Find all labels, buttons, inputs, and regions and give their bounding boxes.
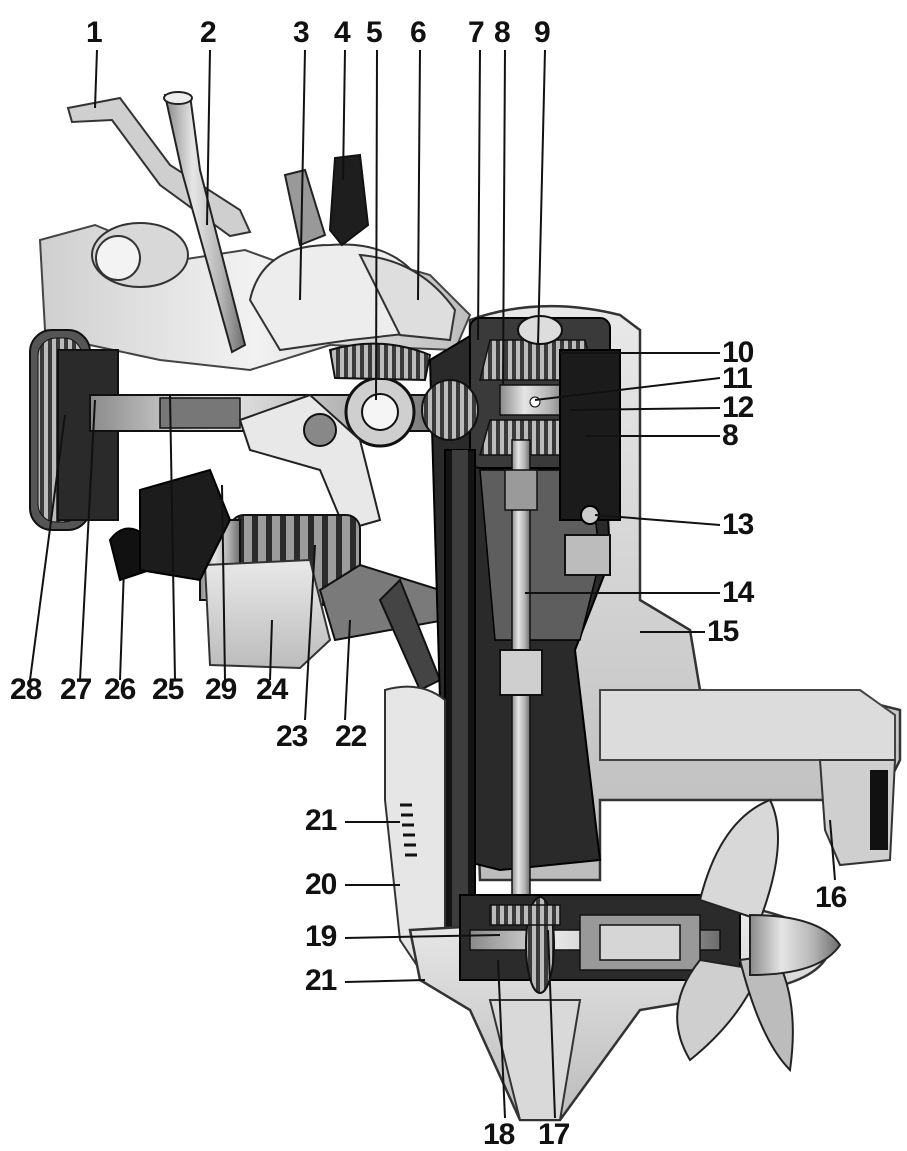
callout-10: 10: [722, 336, 754, 369]
callout-5: 5: [366, 16, 383, 49]
callout-14: 14: [722, 576, 754, 609]
callout-11: 11: [722, 362, 753, 395]
callout-7: 7: [468, 16, 485, 49]
shift-actuator: [559, 349, 621, 576]
input-shaft: [89, 342, 451, 532]
callout-27: 27: [60, 673, 92, 706]
callout-21-lower: 21: [305, 964, 337, 997]
callout-21-upper: 21: [305, 804, 337, 837]
callout-18: 18: [483, 1118, 515, 1151]
callout-2: 2: [200, 16, 217, 49]
callout-9: 9: [534, 16, 551, 49]
callout-19: 19: [305, 920, 337, 953]
callout-20: 20: [305, 868, 337, 901]
callout-1: 1: [86, 16, 103, 49]
callout-8-top: 8: [494, 16, 511, 49]
callout-8-right: 8: [722, 419, 739, 452]
callout-28: 28: [10, 673, 42, 706]
callout-26: 26: [104, 673, 136, 706]
callout-12: 12: [722, 391, 754, 424]
shift-linkage: [318, 563, 447, 692]
callout-23: 23: [276, 720, 308, 753]
callout-22: 22: [335, 720, 367, 753]
engine-mount-assembly: [38, 91, 472, 372]
callout-6: 6: [410, 16, 427, 49]
callout-24: 24: [256, 673, 288, 706]
callout-15: 15: [707, 615, 739, 648]
callout-13: 13: [722, 508, 754, 541]
lower-gearcase: [384, 685, 832, 1122]
propeller: [676, 798, 842, 1073]
callout-3: 3: [293, 16, 310, 49]
callout-4: 4: [334, 16, 351, 49]
leader-lines: [29, 49, 836, 1119]
callout-16: 16: [815, 881, 847, 914]
callout-17: 17: [538, 1118, 570, 1151]
callout-29: 29: [205, 673, 237, 706]
bracket-block: [203, 558, 332, 670]
callout-25: 25: [152, 673, 184, 706]
